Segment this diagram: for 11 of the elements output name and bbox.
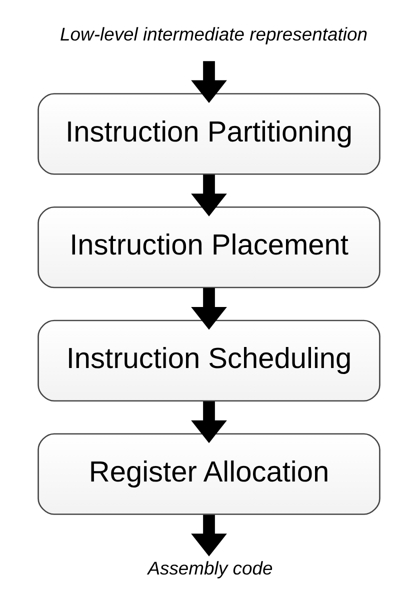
arrow bbox=[190, 288, 226, 330]
arrow bbox=[190, 514, 226, 556]
node-box: Instruction Partitioning bbox=[37, 93, 380, 175]
node-box: Register Allocation bbox=[37, 433, 380, 515]
node-text: Assembly code bbox=[147, 558, 272, 579]
arrow bbox=[190, 61, 226, 104]
node-box: Instruction Placement bbox=[37, 206, 380, 288]
node-text: Low-level intermediate representation bbox=[60, 24, 367, 45]
arrow bbox=[190, 401, 226, 444]
arrow bbox=[190, 174, 226, 216]
node-box: Instruction Scheduling bbox=[37, 320, 380, 402]
